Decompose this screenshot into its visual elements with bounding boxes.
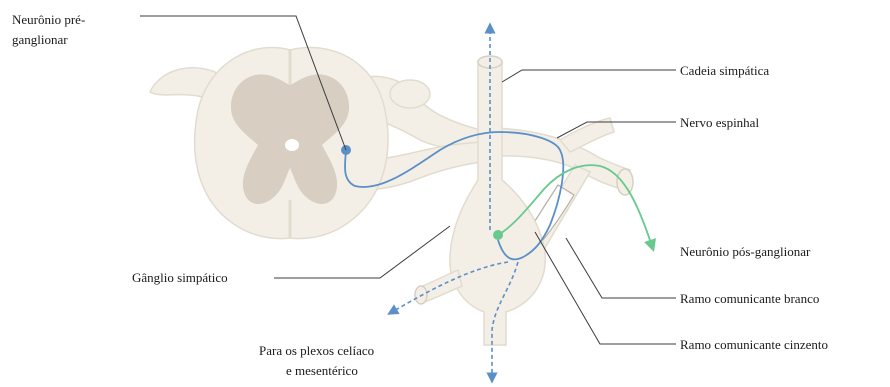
label-postganglionic: Neurônio pós-ganglionar <box>680 244 811 259</box>
spinal-nerve-cut-end <box>617 169 633 195</box>
spinal-ganglion-swelling <box>390 80 430 108</box>
leader-white-ramus <box>566 238 676 298</box>
label-spinal-nerve: Nervo espinhal <box>680 115 759 130</box>
label-plexus-line1: Para os plexos celíaco <box>259 343 374 358</box>
label-sympathetic-chain: Cadeia simpática <box>680 63 769 78</box>
label-preganglionic-line1: Neurônio pré- <box>12 12 85 27</box>
label-white-ramus: Ramo comunicante branco <box>680 291 819 306</box>
spinal-nerve-dorsal-branch <box>560 118 614 152</box>
leader-gray-ramus <box>535 232 676 344</box>
label-plexus-line2: e mesentérico <box>286 363 358 378</box>
label-sympathetic-ganglion: Gânglio simpático <box>132 270 228 285</box>
central-canal <box>285 139 299 151</box>
label-gray-ramus: Ramo comunicante cinzento <box>680 337 828 352</box>
leader-sympathetic-chain <box>502 70 676 82</box>
label-preganglionic-line2: ganglionar <box>12 32 68 47</box>
